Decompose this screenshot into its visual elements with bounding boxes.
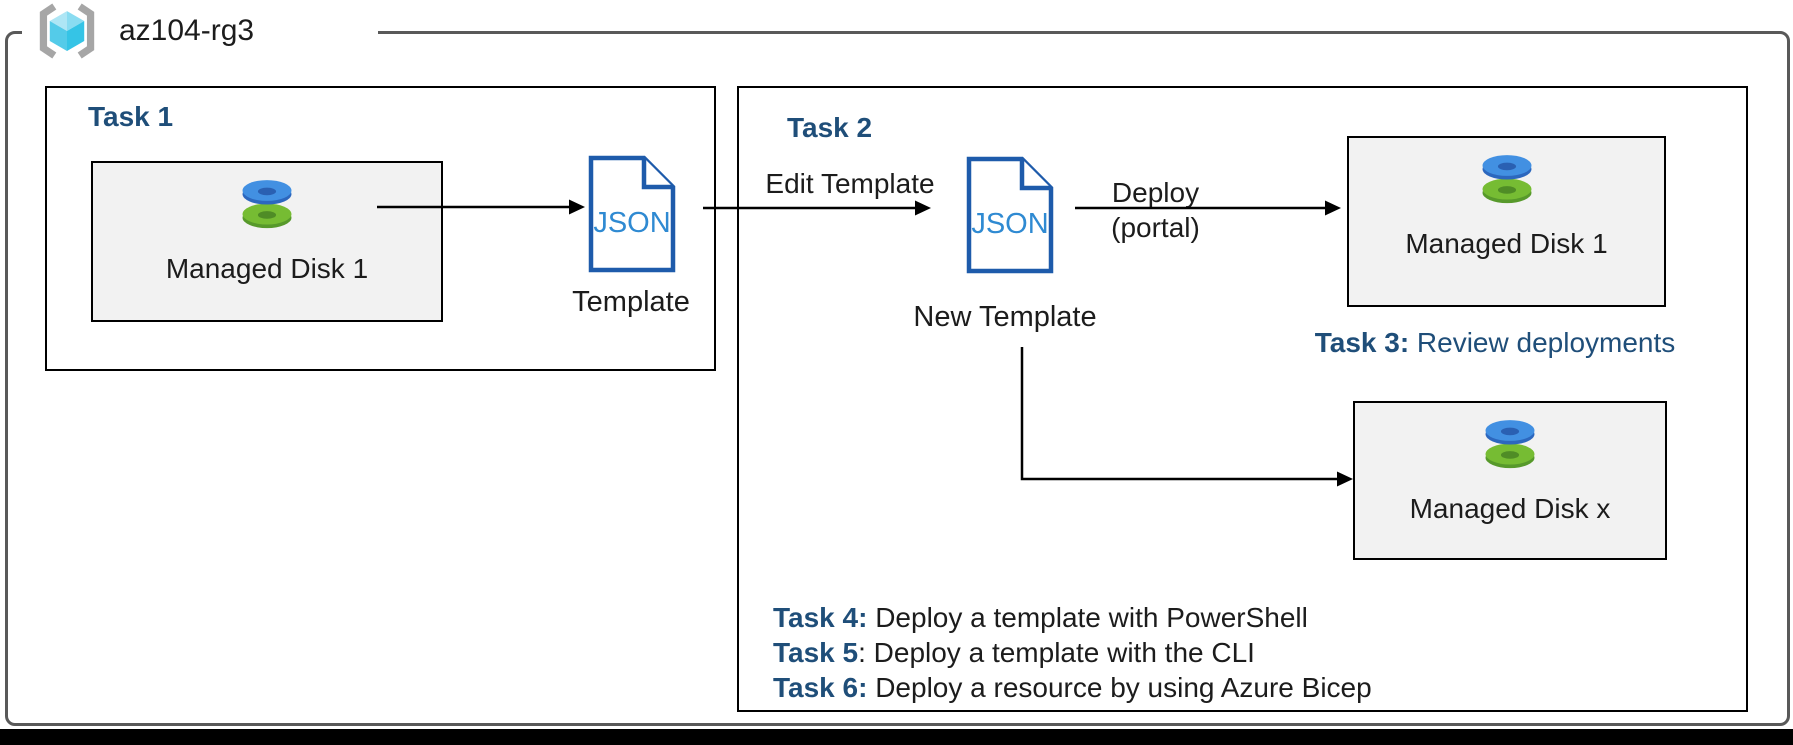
managed-disk-icon	[1485, 420, 1535, 469]
task5-line: Task 5: Deploy a template with the CLI	[773, 635, 1372, 670]
task4-text: Deploy a template with PowerShell	[867, 602, 1308, 633]
task6-text: Deploy a resource by using Azure Bicep	[867, 672, 1372, 703]
task5-prefix: Task 5	[773, 637, 859, 668]
managed-disk-1-label: Managed Disk 1	[165, 253, 369, 284]
managed-disk-icon	[1482, 155, 1531, 204]
task4-line: Task 4: Deploy a template with PowerShel…	[773, 600, 1372, 635]
deploy-label: Deploy	[1111, 177, 1200, 208]
managed-disk-1-deployed-box: Managed Disk 1	[1347, 136, 1666, 307]
managed-disk-1-box: Managed Disk 1	[91, 161, 443, 322]
task6-line: Task 6: Deploy a resource by using Azure…	[773, 670, 1372, 705]
json-icon-text: JSON	[593, 207, 670, 239]
task5-text: : Deploy a template with the CLI	[858, 637, 1255, 668]
edit-template-label: Edit Template	[765, 168, 935, 199]
deploy-portal-label: (portal)	[1111, 212, 1200, 243]
task3-caption: Task 3: Review deployments	[1280, 327, 1710, 359]
json-template-icon: JSON	[588, 155, 676, 273]
resource-group-legend: az104-rg3	[22, 2, 378, 60]
task3-text: Review deployments	[1409, 327, 1676, 358]
managed-disk-x-box: Managed Disk x	[1353, 401, 1667, 560]
managed-disk-1-deployed-label: Managed Disk 1	[1405, 228, 1608, 259]
bottom-black-bar	[0, 729, 1793, 745]
task1-title: Task 1	[88, 101, 174, 132]
tasks-list: Task 4: Deploy a template with PowerShel…	[773, 600, 1372, 705]
resource-group-icon	[39, 3, 95, 59]
new-template-label: New Template	[913, 301, 1097, 333]
task3-prefix: Task 3:	[1314, 327, 1410, 358]
resource-group-frame	[5, 31, 1790, 726]
task2-title: Task 2	[787, 112, 873, 143]
json-icon-text: JSON	[971, 208, 1048, 240]
managed-disk-icon	[242, 180, 292, 229]
task6-prefix: Task 6:	[773, 672, 868, 703]
template-label: Template	[572, 286, 690, 318]
resource-group-name: az104-rg3	[119, 14, 255, 47]
json-new-template-icon: JSON	[966, 156, 1054, 274]
task4-prefix: Task 4:	[773, 602, 868, 633]
managed-disk-x-label: Managed Disk x	[1409, 493, 1611, 524]
